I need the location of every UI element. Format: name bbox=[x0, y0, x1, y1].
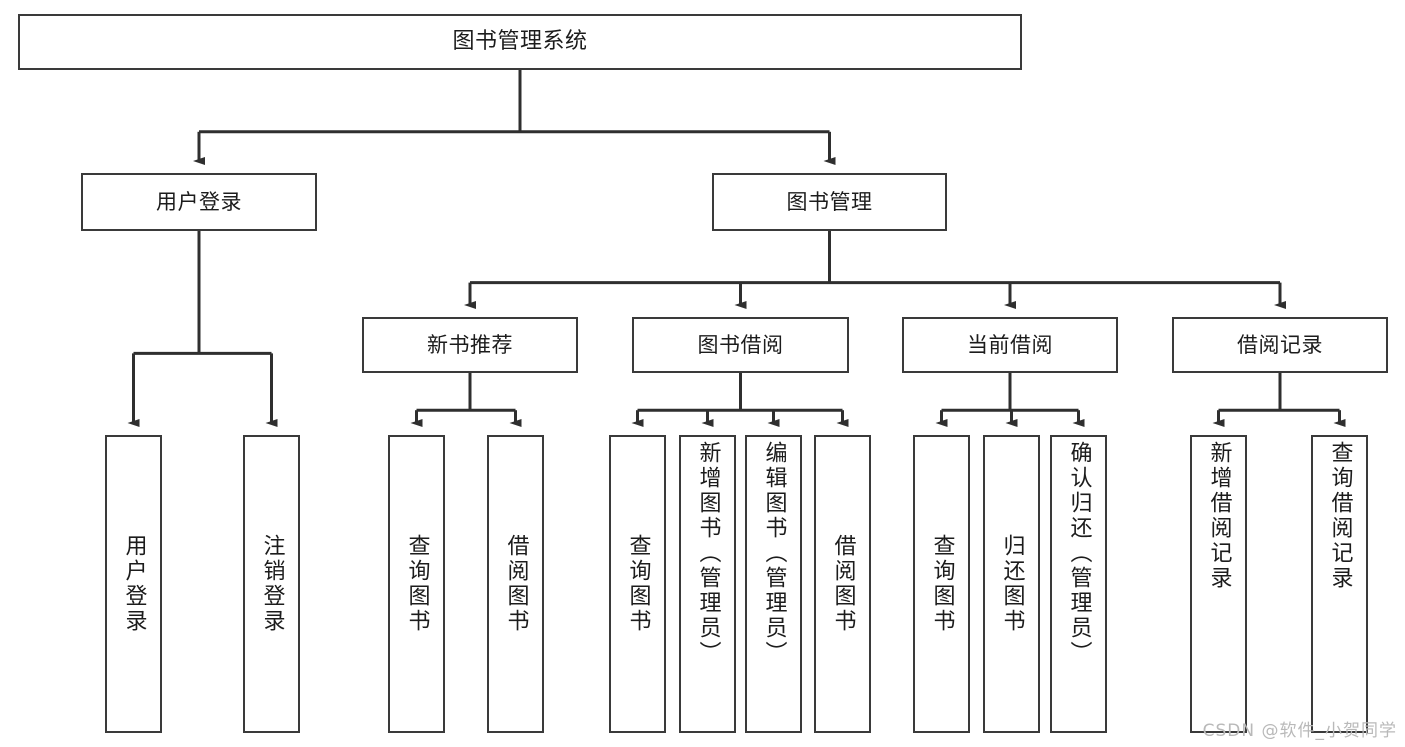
node-label: 新增借阅记录 bbox=[1206, 441, 1232, 591]
node-current-borrow[interactable]: 当前借阅 bbox=[902, 317, 1118, 373]
node-new-book-rec[interactable]: 新书推荐 bbox=[362, 317, 578, 373]
node-label: 确认归还（管理员） bbox=[1066, 441, 1092, 666]
node-label: 借阅图书 bbox=[503, 534, 529, 634]
node-book-manage[interactable]: 图书管理 bbox=[712, 173, 947, 231]
node-label: 新书推荐 bbox=[427, 332, 513, 357]
node-leaf-borrow-book-2[interactable]: 借阅图书 bbox=[814, 435, 871, 733]
node-label: 用户登录 bbox=[156, 189, 242, 214]
node-leaf-confirm-return[interactable]: 确认归还（管理员） bbox=[1050, 435, 1107, 733]
node-leaf-query-book-2[interactable]: 查询图书 bbox=[609, 435, 666, 733]
node-label: 查询图书 bbox=[929, 534, 955, 634]
node-leaf-query-book-1[interactable]: 查询图书 bbox=[388, 435, 445, 733]
node-borrow-record[interactable]: 借阅记录 bbox=[1172, 317, 1388, 373]
node-label: 图书管理 bbox=[786, 189, 873, 214]
node-label: 用户登录 bbox=[121, 534, 147, 634]
node-label: 归还图书 bbox=[999, 534, 1025, 634]
node-leaf-user-login[interactable]: 用户登录 bbox=[105, 435, 162, 733]
node-leaf-user-logout[interactable]: 注销登录 bbox=[243, 435, 300, 733]
watermark-label: CSDN @软件_小贺同学 bbox=[1202, 721, 1397, 741]
node-user-login[interactable]: 用户登录 bbox=[81, 173, 317, 231]
node-label: 图书管理系统 bbox=[452, 29, 588, 54]
node-label: 编辑图书（管理员） bbox=[761, 441, 787, 666]
node-leaf-edit-book[interactable]: 编辑图书（管理员） bbox=[745, 435, 802, 733]
node-label: 借阅记录 bbox=[1237, 332, 1323, 357]
node-leaf-add-book[interactable]: 新增图书（管理员） bbox=[679, 435, 736, 733]
node-leaf-query-record[interactable]: 查询借阅记录 bbox=[1311, 435, 1368, 733]
node-label: 查询借阅记录 bbox=[1327, 441, 1353, 591]
node-leaf-add-record[interactable]: 新增借阅记录 bbox=[1190, 435, 1247, 733]
node-label: 查询图书 bbox=[404, 534, 430, 634]
node-book-borrow[interactable]: 图书借阅 bbox=[632, 317, 849, 373]
node-leaf-return-book[interactable]: 归还图书 bbox=[983, 435, 1040, 733]
node-leaf-query-book-3[interactable]: 查询图书 bbox=[913, 435, 970, 733]
node-label: 当前借阅 bbox=[967, 332, 1053, 357]
node-label: 借阅图书 bbox=[830, 534, 856, 634]
node-label: 注销登录 bbox=[259, 534, 285, 634]
node-root[interactable]: 图书管理系统 bbox=[18, 14, 1022, 70]
node-leaf-borrow-book-1[interactable]: 借阅图书 bbox=[487, 435, 544, 733]
node-label: 图书借阅 bbox=[697, 332, 784, 357]
node-label: 查询图书 bbox=[625, 534, 651, 634]
node-label: 新增图书（管理员） bbox=[695, 441, 721, 666]
